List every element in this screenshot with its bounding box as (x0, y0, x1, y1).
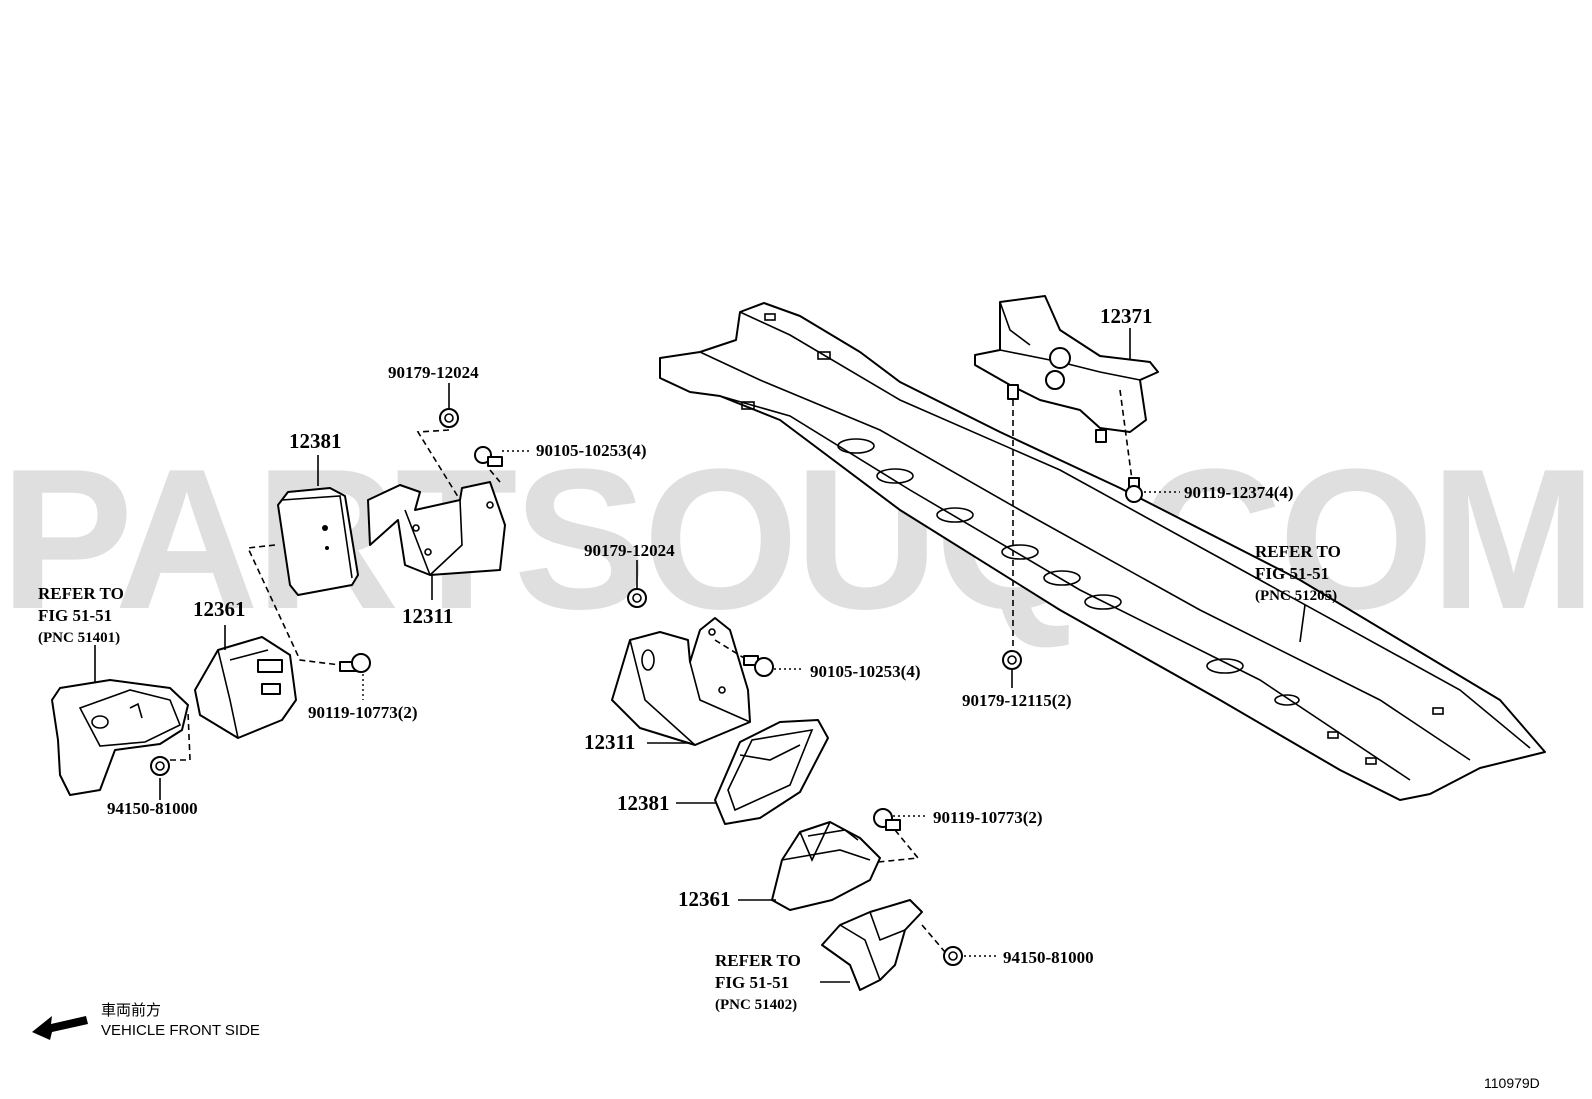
callout-12311-mid: 12311 (584, 730, 635, 754)
callout-90179-12024-left: 90179-12024 (388, 363, 479, 382)
direction-japanese: 車両前方 (101, 1002, 161, 1019)
ref-bottom-line2: FIG 51-51 (715, 973, 789, 992)
ref-right-line3: (PNC 51205) (1255, 588, 1337, 604)
part-12311-mid[interactable] (611, 617, 751, 746)
callout-12381-left: 12381 (289, 429, 342, 453)
callout-90105-10253-left: 90105-10253(4) (536, 441, 646, 460)
callout-12361-left: 12361 (193, 597, 246, 621)
callout-90179-12024-mid: 90179-12024 (584, 541, 675, 560)
part-12381-mid[interactable] (714, 719, 829, 825)
callout-94150-81000-mid: 94150-81000 (1003, 948, 1094, 967)
part-12371[interactable] (974, 295, 1159, 443)
bolt-90105-10253-left[interactable] (474, 446, 503, 467)
callout-12381-mid: 12381 (617, 791, 670, 815)
callout-12371: 12371 (1100, 304, 1153, 328)
frame-bracket-left[interactable] (51, 679, 189, 796)
bolt-90179-12024-mid[interactable] (627, 588, 647, 608)
callout-90119-10773-left: 90119-10773(2) (308, 703, 418, 722)
callout-94150-81000-left: 94150-81000 (107, 799, 198, 818)
bolt-90119-10773-left[interactable] (339, 653, 371, 673)
ref-left-line3: (PNC 51401) (38, 630, 120, 646)
bolt-90119-10773-mid[interactable] (873, 808, 901, 831)
ref-right-line1: REFER TO (1255, 542, 1341, 561)
frame-crossmember[interactable] (659, 302, 1546, 801)
part-12361-mid[interactable] (771, 821, 881, 911)
nut-94150-81000-left[interactable] (150, 756, 170, 776)
ref-bottom-line3: (PNC 51402) (715, 997, 797, 1013)
frame-bracket-bottom[interactable] (821, 899, 923, 991)
ref-left-line2: FIG 51-51 (38, 606, 112, 625)
ref-right-line2: FIG 51-51 (1255, 564, 1329, 583)
callout-90105-10253-mid: 90105-10253(4) (810, 662, 920, 681)
part-12361-left[interactable] (194, 636, 297, 739)
ref-left-line1: REFER TO (38, 584, 124, 603)
direction-english: VEHICLE FRONT SIDE (101, 1022, 260, 1039)
callout-12361-mid: 12361 (678, 887, 731, 911)
bolt-90105-10253-mid[interactable] (743, 655, 774, 677)
nut-94150-81000-mid[interactable] (943, 946, 963, 966)
callout-90119-12374: 90119-12374(4) (1184, 483, 1294, 502)
bolt-90119-12374[interactable] (1125, 477, 1143, 503)
front-direction-arrow-icon (32, 1016, 88, 1040)
bolt-90179-12024-left[interactable] (439, 408, 459, 428)
part-12311-left[interactable] (367, 481, 506, 576)
part-12381-left[interactable] (277, 487, 359, 596)
callout-12311-left: 12311 (402, 604, 453, 628)
callout-90179-12115: 90179-12115(2) (962, 691, 1072, 710)
callout-90119-10773-mid: 90119-10773(2) (933, 808, 1043, 827)
nut-90179-12115[interactable] (1002, 650, 1022, 670)
ref-bottom-line1: REFER TO (715, 951, 801, 970)
figure-code: 110979D (1484, 1075, 1540, 1091)
